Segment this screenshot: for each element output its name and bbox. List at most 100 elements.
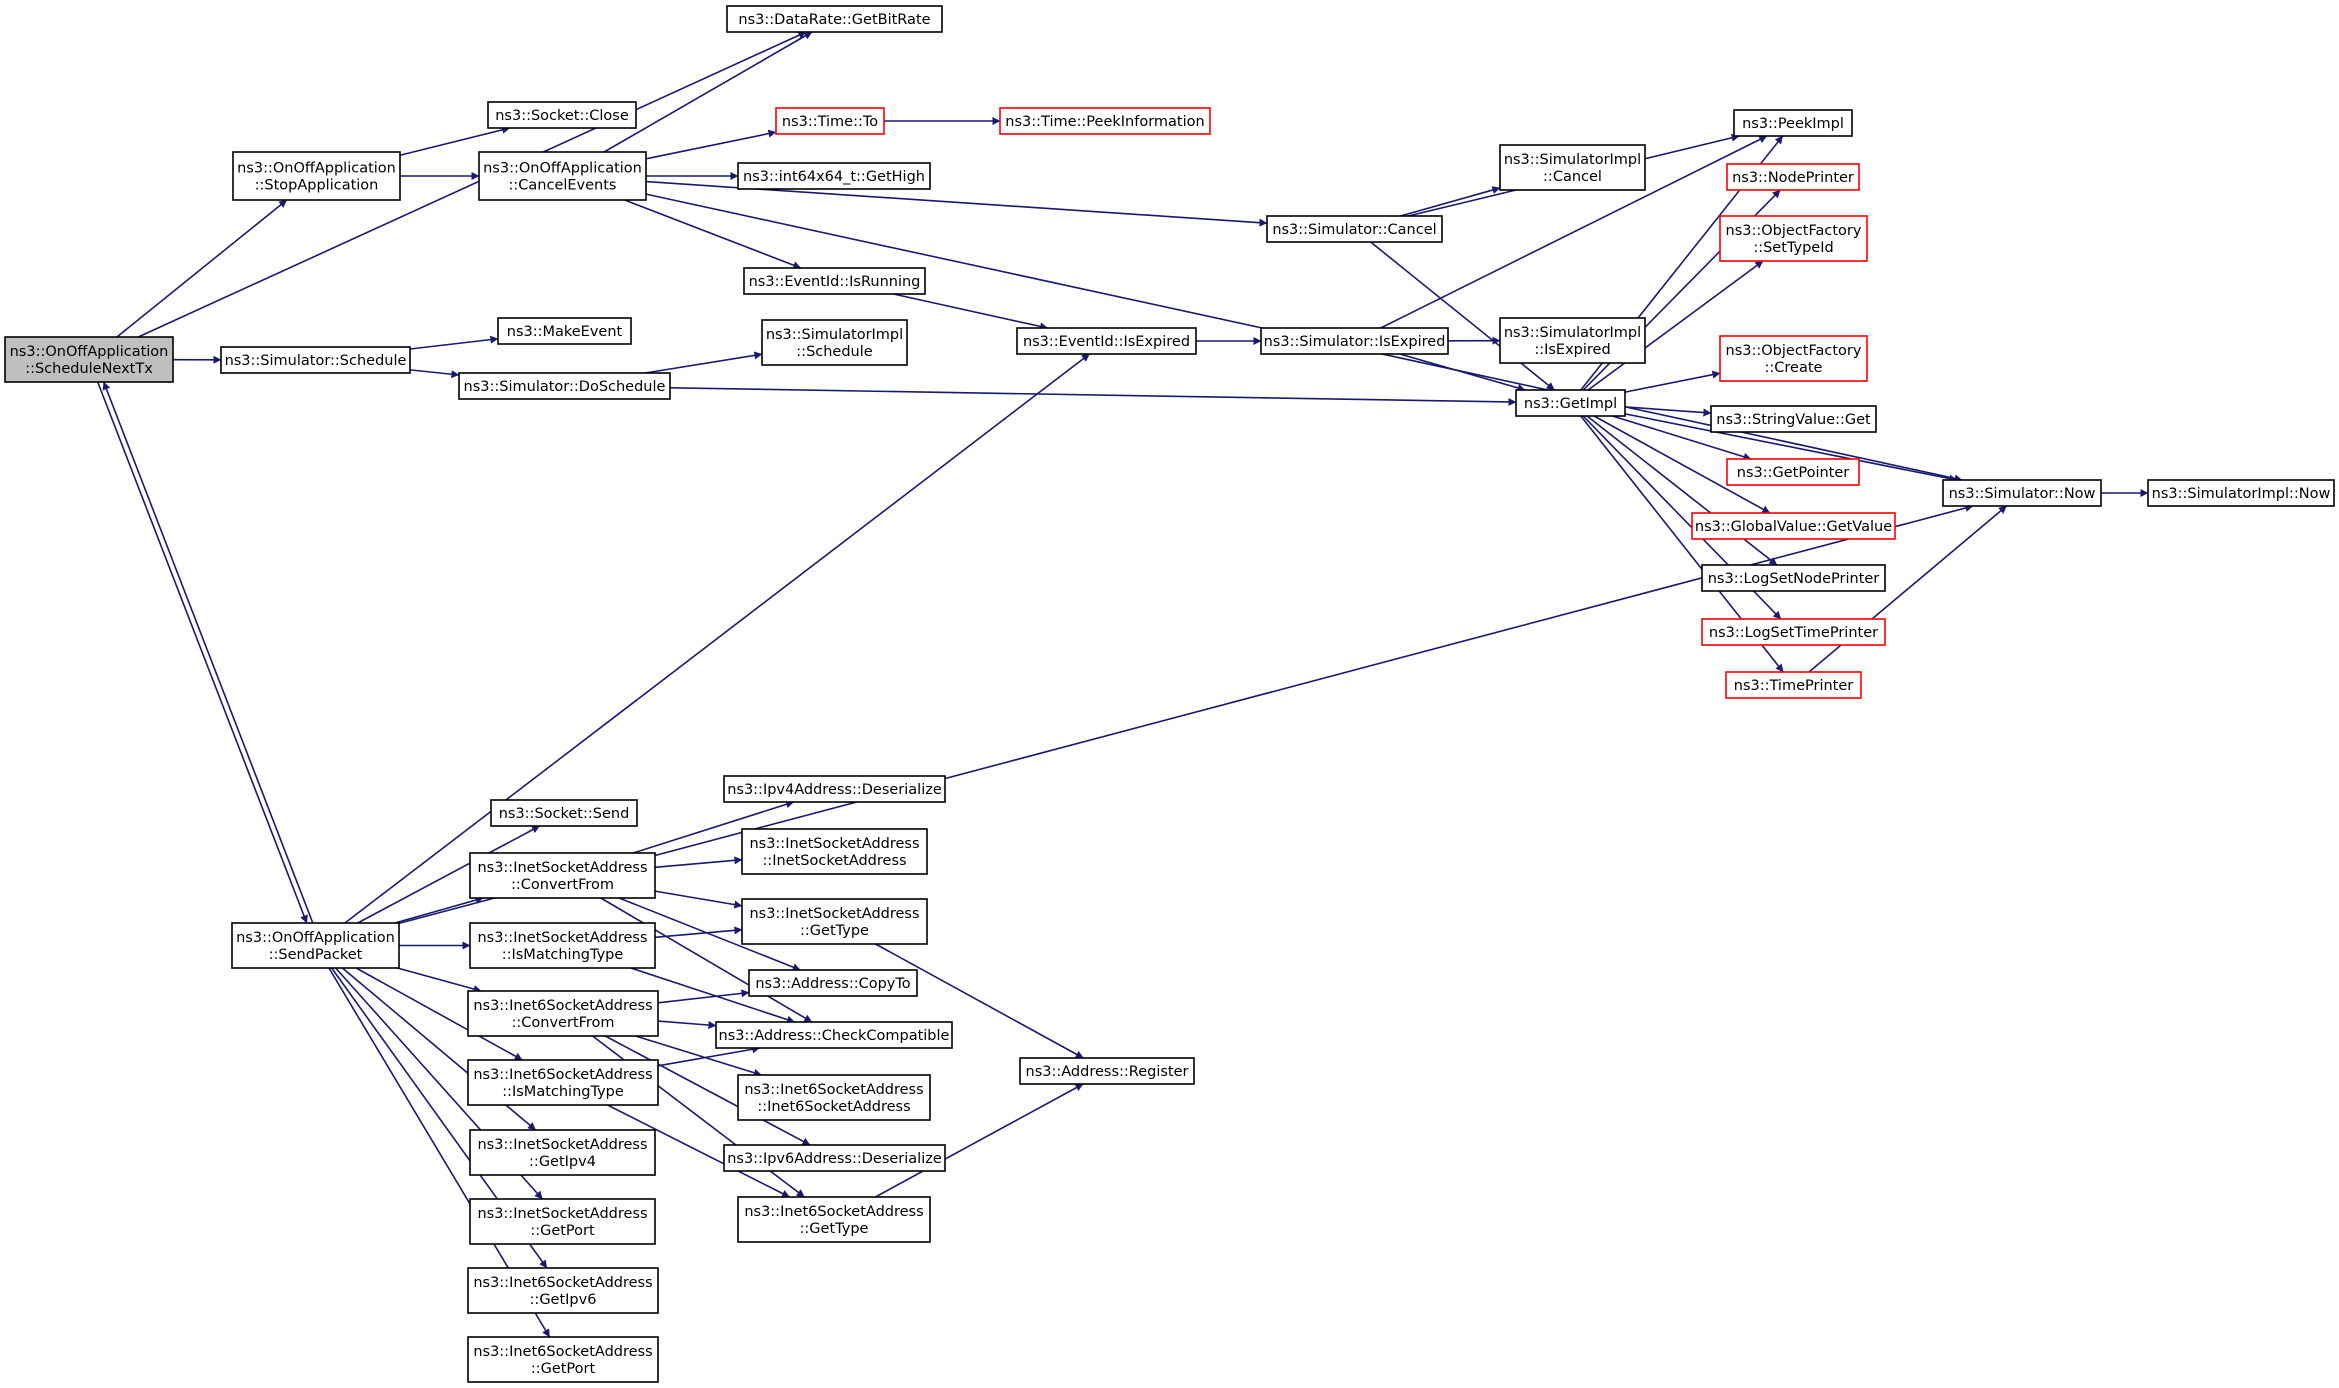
node-implnow[interactable]: ns3::SimulatorImpl::Now (2147, 479, 2335, 507)
edge-sendpacket-to-inetconv (394, 896, 484, 924)
node-label-addrregister-0: ns3::Address::Register (1026, 1064, 1189, 1080)
node-inetconv[interactable]: ns3::InetSocketAddress::ConvertFrom (469, 852, 656, 899)
node-box-peekinfo (999, 107, 1211, 135)
node-box-implschedule (761, 319, 908, 366)
node-box-implisexpired (1499, 317, 1646, 364)
node-socksend[interactable]: ns3::Socket::Send (490, 799, 638, 827)
node-root[interactable]: ns3::OnOffApplication::ScheduleNextTx (4, 336, 174, 383)
node-inet6conv[interactable]: ns3::Inet6SocketAddress::ConvertFrom (467, 990, 659, 1037)
edge-getimpl-to-strget (1624, 406, 1712, 417)
node-label-inetgettype-0: ns3::InetSocketAddress (749, 906, 919, 922)
edge-getimpl-to-gvgetvalue (1593, 415, 1771, 514)
node-box-simnow (1942, 479, 2102, 507)
node-label-ipv6deser-0: ns3::Ipv6Address::Deserialize (727, 1151, 942, 1167)
node-label-makeevent-0: ns3::MakeEvent (507, 324, 623, 340)
node-box-inet6port (467, 1336, 659, 1383)
node-inetgettype[interactable]: ns3::InetSocketAddress::GetType (741, 898, 928, 945)
node-sendpacket[interactable]: ns3::OnOffApplication::SendPacket (231, 922, 400, 969)
node-label-inet6gettype-0: ns3::Inet6SocketAddress (744, 1204, 923, 1220)
node-label-inetipv4-0: ns3::InetSocketAddress (477, 1137, 647, 1153)
node-nodeprinter[interactable]: ns3::NodePrinter (1726, 163, 1860, 191)
node-label-ipv4deser-0: ns3::Ipv4Address::Deserialize (727, 782, 942, 798)
node-label-sendpacket-0: ns3::OnOffApplication (236, 930, 395, 946)
node-getimpl[interactable]: ns3::GetImpl (1515, 389, 1626, 417)
edge-simisexpired-to-peekimpl (1380, 135, 1768, 329)
node-ipv4deser[interactable]: ns3::Ipv4Address::Deserialize (723, 775, 946, 803)
node-makeevent[interactable]: ns3::MakeEvent (497, 317, 632, 345)
node-timeprinter[interactable]: ns3::TimePrinter (1725, 671, 1862, 699)
node-doschedule[interactable]: ns3::Simulator::DoSchedule (458, 372, 671, 400)
edge-schedule-to-makeevent (409, 335, 499, 350)
node-label-sendpacket-1: ::SendPacket (269, 947, 363, 963)
node-addrcopyto[interactable]: ns3::Address::CopyTo (748, 969, 918, 997)
node-label-stopapp-1: ::StopApplication (255, 178, 379, 194)
node-strget[interactable]: ns3::StringValue::Get (1710, 405, 1877, 433)
node-inet6match[interactable]: ns3::Inet6SocketAddress::IsMatchingType (467, 1059, 659, 1106)
node-label-ofcreate-0: ns3::ObjectFactory (1726, 343, 1862, 359)
node-inet6port[interactable]: ns3::Inet6SocketAddress::GetPort (467, 1336, 659, 1383)
node-inetmatch[interactable]: ns3::InetSocketAddress::IsMatchingType (469, 922, 656, 969)
node-logtime[interactable]: ns3::LogSetTimePrinter (1701, 618, 1886, 646)
node-label-idisexpired-0: ns3::EventId::IsExpired (1023, 334, 1190, 350)
node-label-inet6match-1: ::IsMatchingType (502, 1084, 624, 1100)
edge-isrunning-to-idisexpired (893, 293, 1048, 331)
node-inetipv4[interactable]: ns3::InetSocketAddress::GetIpv4 (469, 1129, 656, 1176)
node-label-inet6ctor-1: ::Inet6SocketAddress (757, 1099, 910, 1115)
node-label-implnow-0: ns3::SimulatorImpl::Now (2152, 486, 2331, 502)
node-lognode[interactable]: ns3::LogSetNodePrinter (1701, 564, 1886, 592)
node-label-inetctor-1: ::InetSocketAddress (762, 853, 906, 869)
node-peekimpl[interactable]: ns3::PeekImpl (1733, 109, 1853, 137)
edge-root-to-stopapp (116, 199, 288, 338)
node-isrunning[interactable]: ns3::EventId::IsRunning (743, 267, 926, 295)
node-label-inet6ipv6-0: ns3::Inet6SocketAddress (473, 1275, 652, 1291)
node-ipv6deser[interactable]: ns3::Ipv6Address::Deserialize (723, 1144, 946, 1172)
node-inet6gettype[interactable]: ns3::Inet6SocketAddress::GetType (737, 1196, 931, 1243)
node-box-inetmatch (469, 922, 656, 969)
node-settypeid[interactable]: ns3::ObjectFactory::SetTypeId (1719, 215, 1868, 262)
node-schedule[interactable]: ns3::Simulator::Schedule (220, 346, 411, 374)
node-timeto[interactable]: ns3::Time::To (775, 107, 885, 135)
node-sockclose[interactable]: ns3::Socket::Close (487, 101, 637, 129)
node-idisexpired[interactable]: ns3::EventId::IsExpired (1016, 327, 1197, 355)
node-label-implisexpired-0: ns3::SimulatorImpl (1504, 325, 1641, 341)
node-addrregister[interactable]: ns3::Address::Register (1019, 1057, 1195, 1085)
node-inetport[interactable]: ns3::InetSocketAddress::GetPort (469, 1198, 656, 1245)
node-implschedule[interactable]: ns3::SimulatorImpl::Schedule (761, 319, 908, 366)
node-peekinfo[interactable]: ns3::Time::PeekInformation (999, 107, 1211, 135)
edge-getimpl-to-getpointer (1612, 415, 1752, 461)
node-label-nodeprinter-0: ns3::NodePrinter (1732, 170, 1854, 186)
node-label-inetconv-1: ::ConvertFrom (511, 877, 614, 893)
node-ofcreate[interactable]: ns3::ObjectFactory::Create (1719, 335, 1868, 382)
node-label-inet6port-1: ::GetPort (531, 1361, 596, 1377)
node-gethigh[interactable]: ns3::int64x64_t::GetHigh (737, 162, 931, 190)
node-implisexpired[interactable]: ns3::SimulatorImpl::IsExpired (1499, 317, 1646, 364)
node-box-getimpl (1515, 389, 1626, 417)
node-inetctor[interactable]: ns3::InetSocketAddress::InetSocketAddres… (741, 828, 928, 875)
node-label-schedule-0: ns3::Simulator::Schedule (225, 353, 407, 369)
node-cancelevents[interactable]: ns3::OnOffApplication::CancelEvents (478, 151, 647, 201)
node-getpointer[interactable]: ns3::GetPointer (1726, 458, 1860, 486)
node-implcancel[interactable]: ns3::SimulatorImpl::Cancel (1499, 144, 1646, 191)
edge-root-to-getbitrate (137, 31, 807, 338)
node-label-inet6gettype-1: ::GetType (800, 1221, 869, 1237)
node-box-inet6ipv6 (467, 1267, 659, 1314)
node-inet6ipv6[interactable]: ns3::Inet6SocketAddress::GetIpv6 (467, 1267, 659, 1314)
node-box-gvgetvalue (1691, 512, 1896, 540)
node-getbitrate[interactable]: ns3::DataRate::GetBitRate (726, 5, 943, 33)
node-label-inet6ipv6-1: ::GetIpv6 (530, 1292, 597, 1308)
node-simcancel[interactable]: ns3::Simulator::Cancel (1266, 215, 1443, 243)
node-label-cancelevents-1: ::CancelEvents (509, 178, 617, 194)
node-simnow[interactable]: ns3::Simulator::Now (1942, 479, 2102, 507)
edge-simcancel-to-implcancel (1400, 186, 1501, 217)
edge-getimpl-to-lognode (1586, 415, 1778, 566)
node-gvgetvalue[interactable]: ns3::GlobalValue::GetValue (1691, 512, 1896, 540)
node-label-gvgetvalue-0: ns3::GlobalValue::GetValue (1695, 519, 1892, 535)
node-addrcheck[interactable]: ns3::Address::CheckCompatible (715, 1021, 953, 1049)
node-inet6ctor[interactable]: ns3::Inet6SocketAddress::Inet6SocketAddr… (737, 1074, 931, 1121)
node-simisexpired[interactable]: ns3::Simulator::IsExpired (1260, 327, 1449, 355)
node-stopapp[interactable]: ns3::OnOffApplication::StopApplication (232, 151, 401, 201)
node-box-inet6conv (467, 990, 659, 1037)
edge-schedule-to-doschedule (409, 369, 460, 379)
node-label-inetmatch-0: ns3::InetSocketAddress (477, 930, 647, 946)
